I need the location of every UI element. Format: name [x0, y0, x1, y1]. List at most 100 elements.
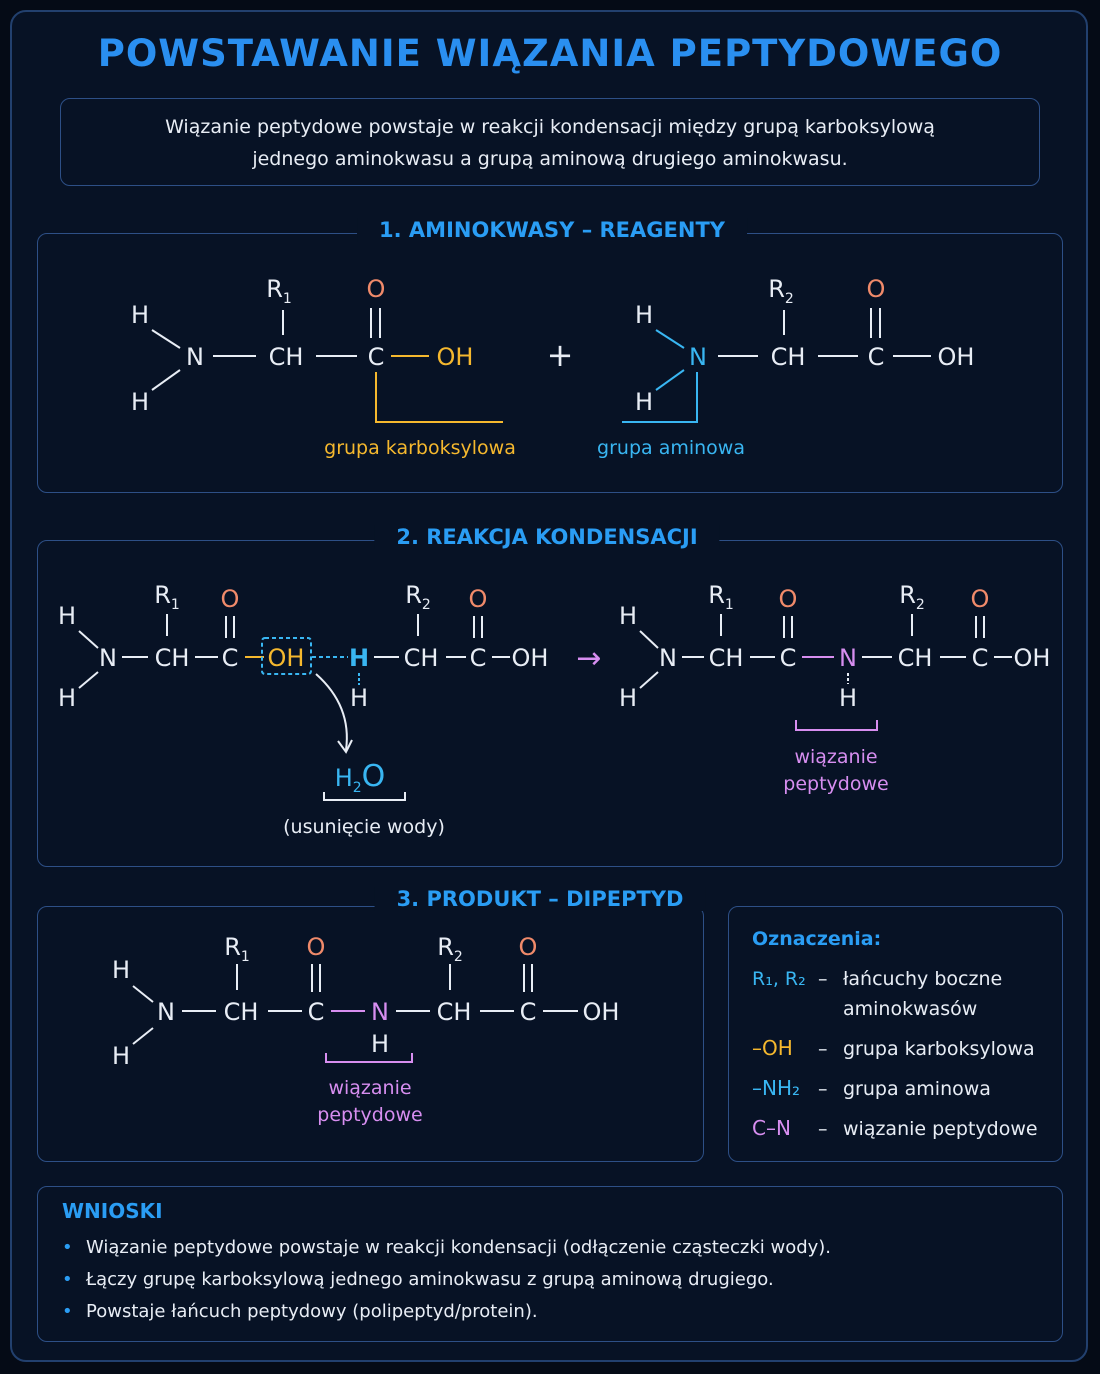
s3-h-bottom: H: [112, 1042, 130, 1070]
s1-aa2-h-top: H: [635, 301, 653, 329]
conclusion-text: Wiązanie peptydowe powstaje w reakcji ko…: [86, 1237, 832, 1258]
s2-aa2-o: O: [469, 585, 488, 613]
legend-text-r-2: aminokwasów: [843, 998, 977, 1020]
s1-amine-label: grupa aminowa: [597, 437, 745, 459]
s3-o2: O: [519, 933, 538, 961]
s1-aa2-o: O: [867, 275, 886, 303]
s3-bond-label-2: peptydowe: [317, 1104, 422, 1126]
s3-nh: H: [371, 1030, 389, 1058]
s2-prod-c1: C: [780, 644, 797, 672]
water-molecule: H2O: [335, 759, 386, 796]
legend-dash-cn: –: [818, 1118, 828, 1140]
legend-text-r-1: łańcuchy boczne: [843, 968, 1002, 990]
s1-aa1-r: R1: [266, 275, 292, 307]
s2-aa2-c: C: [470, 644, 487, 672]
intro-line-1: Wiązanie peptydowe powstaje w reakcji ko…: [165, 116, 935, 138]
legend-dash-nh2: –: [818, 1078, 828, 1100]
s1-aa2-r: R2: [768, 275, 794, 307]
s2-prod-h-top: H: [619, 602, 637, 630]
legend-text-cn: wiązanie peptydowe: [843, 1118, 1038, 1140]
s2-prod-o2: O: [971, 585, 990, 613]
s1-aa2-c: C: [868, 343, 885, 371]
section3-title: 3. PRODUKT – DIPEPTYD: [374, 887, 706, 911]
legend-symbol-r: R₁, R₂: [752, 968, 806, 990]
s2-aa1-h-bottom: H: [58, 684, 76, 712]
s1-plus-sign: +: [547, 336, 574, 374]
section2-title: 2. REAKCJA KONDENSACJI: [374, 525, 720, 549]
s1-aa2-ch: CH: [771, 343, 806, 371]
s1-aa2-n: N: [689, 343, 707, 371]
s2-aa1-r: R1: [154, 581, 180, 613]
legend-text-oh: grupa karboksylowa: [843, 1038, 1035, 1060]
page-title: POWSTAWANIE WIĄZANIA PEPTYDOWEGO: [97, 32, 1003, 75]
s2-bond-label-1: wiązanie: [794, 746, 877, 768]
s1-aa1-oh: OH: [437, 343, 474, 371]
s2-removed-h: H: [349, 644, 369, 672]
s2-bond-label-2: peptydowe: [783, 773, 888, 795]
legend-dash-oh: –: [818, 1038, 828, 1060]
legend-symbol-cn: C–N: [752, 1116, 791, 1140]
bracket-lines: [261, 372, 878, 1063]
s2-prod-ch1: CH: [709, 644, 744, 672]
s1-aa1-c: C: [368, 343, 385, 371]
s2-prod-ch2: CH: [898, 644, 933, 672]
panel-legend: [728, 906, 1063, 1162]
s2-removed-oh: OH: [268, 644, 305, 672]
s2-prod-h-bottom: H: [619, 684, 637, 712]
conclusions-list: • Wiązanie peptydowe powstaje w reakcji k…: [62, 1236, 831, 1332]
conclusions-title: WNIOSKI: [62, 1199, 163, 1223]
s2-aa1-c: C: [222, 644, 239, 672]
s2-aa2-r: R2: [405, 581, 431, 613]
s2-prod-c2: C: [972, 644, 989, 672]
s2-prod-r2: R2: [899, 581, 925, 613]
s3-r1: R1: [224, 933, 250, 965]
intro-box: Wiązanie peptydowe powstaje w reakcji ko…: [60, 98, 1040, 186]
conclusion-text: Łączy grupę karboksylową jednego aminokw…: [86, 1269, 774, 1290]
s2-aa2-h-bottom: H: [350, 684, 368, 712]
panel-product: [37, 906, 704, 1162]
s2-aa1-ch: CH: [155, 644, 190, 672]
s1-aa1-ch: CH: [269, 343, 304, 371]
legend-symbol-oh: –OH: [752, 1036, 793, 1060]
s3-o1: O: [307, 933, 326, 961]
legend-text-nh2: grupa aminowa: [843, 1078, 991, 1100]
bond-lines: [78, 308, 1012, 1045]
s2-aa1-n: N: [99, 644, 117, 672]
conclusion-text: Powstaje łańcuch peptydowy (polipeptyd/p…: [86, 1301, 538, 1322]
s1-aa1-o: O: [367, 275, 386, 303]
s2-aa1-h-top: H: [58, 602, 76, 630]
s2-aa1-o: O: [221, 585, 240, 613]
section1-title: 1. AMINOKWASY – REAGENTY: [357, 218, 747, 242]
s3-oh: OH: [583, 998, 620, 1026]
s3-c2: C: [520, 998, 537, 1026]
s1-aa1-h-bottom: H: [131, 388, 149, 416]
reaction-arrow: →: [576, 641, 601, 676]
s2-prod-n1: N: [659, 644, 677, 672]
list-item: • Powstaje łańcuch peptydowy (polipeptyd/…: [62, 1300, 831, 1332]
s1-aa2-oh: OH: [938, 343, 975, 371]
s1-aa1-n: N: [186, 343, 204, 371]
bullet-icon: •: [62, 1301, 73, 1322]
s2-prod-nh: H: [839, 684, 857, 712]
list-item: • Łączy grupę karboksylową jednego aminok…: [62, 1268, 831, 1300]
s2-prod-o1: O: [779, 585, 798, 613]
s2-aa2-ch: CH: [404, 644, 439, 672]
s3-ch1: CH: [224, 998, 259, 1026]
s2-aa2-oh: OH: [512, 644, 549, 672]
s3-n2: N: [371, 998, 389, 1026]
s1-carboxyl-label: grupa karboksylowa: [324, 437, 516, 459]
s1-aa1-h-top: H: [131, 301, 149, 329]
panel-conclusions: [37, 1186, 1063, 1342]
bullet-icon: •: [62, 1269, 73, 1290]
s3-bond-label-1: wiązanie: [328, 1077, 411, 1099]
s3-c1: C: [308, 998, 325, 1026]
water-removal-note: (usunięcie wody): [283, 816, 445, 838]
s3-r2: R2: [437, 933, 463, 965]
legend-dash-r: –: [818, 968, 828, 990]
s2-prod-oh: OH: [1014, 644, 1051, 672]
s3-ch2: CH: [437, 998, 472, 1026]
s2-prod-n2: N: [839, 644, 857, 672]
s3-n1: N: [157, 998, 175, 1026]
bullet-icon: •: [62, 1237, 73, 1258]
